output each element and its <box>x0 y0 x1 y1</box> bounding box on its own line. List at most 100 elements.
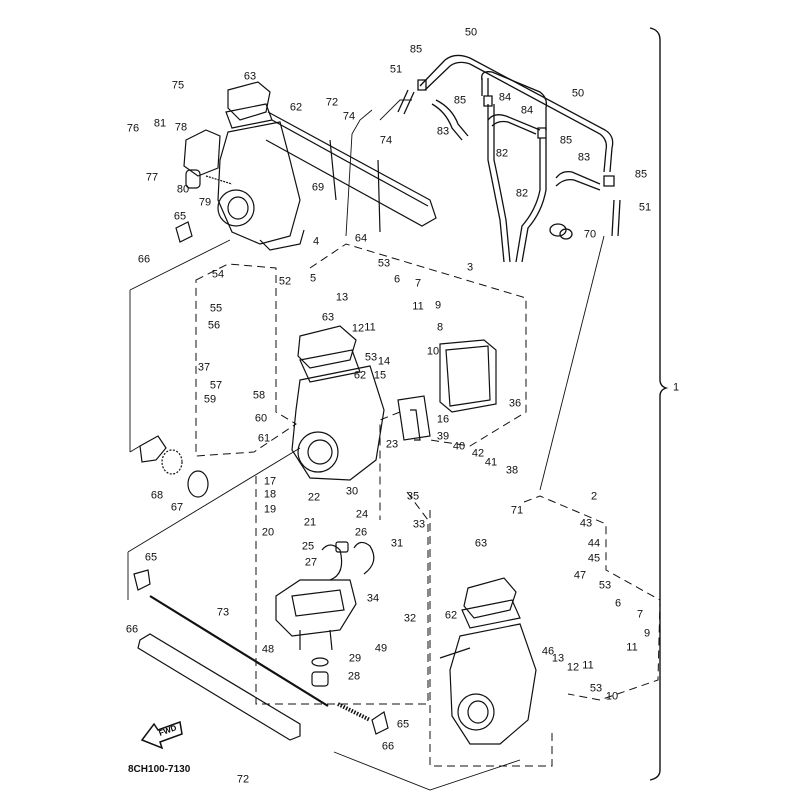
part-callout-59[interactable]: 59 <box>203 393 217 406</box>
part-callout-79[interactable]: 79 <box>198 196 212 209</box>
part-callout-84[interactable]: 84 <box>498 91 512 104</box>
part-callout-74[interactable]: 74 <box>379 134 393 147</box>
part-callout-6[interactable]: 6 <box>393 273 401 286</box>
part-callout-66[interactable]: 66 <box>125 623 139 636</box>
part-callout-85[interactable]: 85 <box>453 94 467 107</box>
part-callout-52[interactable]: 52 <box>278 275 292 288</box>
part-callout-85[interactable]: 85 <box>634 168 648 181</box>
part-callout-29[interactable]: 29 <box>348 652 362 665</box>
part-callout-18[interactable]: 18 <box>263 488 277 501</box>
part-callout-54[interactable]: 54 <box>211 268 225 281</box>
part-callout-78[interactable]: 78 <box>174 121 188 134</box>
part-callout-60[interactable]: 60 <box>254 412 268 425</box>
part-callout-66[interactable]: 66 <box>381 740 395 753</box>
part-callout-10[interactable]: 10 <box>605 690 619 703</box>
part-callout-75[interactable]: 75 <box>171 79 185 92</box>
part-callout-65[interactable]: 65 <box>144 551 158 564</box>
part-callout-84[interactable]: 84 <box>520 104 534 117</box>
part-callout-81[interactable]: 81 <box>153 117 167 130</box>
part-callout-48[interactable]: 48 <box>261 643 275 656</box>
part-callout-25[interactable]: 25 <box>301 540 315 553</box>
part-callout-72[interactable]: 72 <box>236 773 250 786</box>
part-callout-53[interactable]: 53 <box>598 579 612 592</box>
part-callout-47[interactable]: 47 <box>573 569 587 582</box>
part-callout-11[interactable]: 11 <box>626 641 638 654</box>
part-callout-11[interactable]: 11 <box>364 321 376 334</box>
part-callout-53[interactable]: 53 <box>364 351 378 364</box>
part-callout-71[interactable]: 71 <box>510 504 524 517</box>
part-callout-7[interactable]: 7 <box>414 277 422 290</box>
part-callout-74[interactable]: 74 <box>342 110 356 123</box>
part-callout-31[interactable]: 31 <box>390 537 404 550</box>
part-callout-12[interactable]: 12 <box>566 661 580 674</box>
part-callout-50[interactable]: 50 <box>464 26 478 39</box>
part-callout-40[interactable]: 40 <box>452 440 466 453</box>
part-callout-7[interactable]: 7 <box>636 608 644 621</box>
part-callout-6[interactable]: 6 <box>614 597 622 610</box>
part-callout-53[interactable]: 53 <box>377 257 391 270</box>
part-callout-30[interactable]: 30 <box>345 485 359 498</box>
part-callout-43[interactable]: 43 <box>579 517 593 530</box>
part-callout-12[interactable]: 12 <box>351 322 365 335</box>
part-callout-13[interactable]: 13 <box>551 652 565 665</box>
part-callout-67[interactable]: 67 <box>170 501 184 514</box>
part-callout-85[interactable]: 85 <box>559 134 573 147</box>
part-callout-20[interactable]: 20 <box>261 526 275 539</box>
part-callout-15[interactable]: 15 <box>373 369 387 382</box>
part-callout-50[interactable]: 50 <box>571 87 585 100</box>
part-callout-35[interactable]: 35 <box>406 490 420 503</box>
part-callout-33[interactable]: 33 <box>412 518 426 531</box>
part-callout-23[interactable]: 23 <box>385 438 399 451</box>
part-callout-77[interactable]: 77 <box>145 171 159 184</box>
part-callout-2[interactable]: 2 <box>590 490 598 503</box>
part-callout-62[interactable]: 62 <box>289 101 303 114</box>
part-callout-32[interactable]: 32 <box>403 612 417 625</box>
part-callout-39[interactable]: 39 <box>436 430 450 443</box>
part-callout-62[interactable]: 62 <box>353 369 367 382</box>
part-callout-58[interactable]: 58 <box>252 389 266 402</box>
part-callout-24[interactable]: 24 <box>355 508 369 521</box>
part-callout-9[interactable]: 9 <box>643 627 651 640</box>
part-callout-51[interactable]: 51 <box>638 201 652 214</box>
part-callout-5[interactable]: 5 <box>309 272 317 285</box>
part-callout-9[interactable]: 9 <box>434 299 442 312</box>
part-callout-55[interactable]: 55 <box>209 302 223 315</box>
part-callout-37[interactable]: 37 <box>197 361 211 374</box>
part-callout-3[interactable]: 3 <box>466 261 474 274</box>
part-callout-11[interactable]: 11 <box>412 300 424 313</box>
part-callout-68[interactable]: 68 <box>150 489 164 502</box>
part-callout-4[interactable]: 4 <box>312 235 320 248</box>
part-callout-65[interactable]: 65 <box>173 210 187 223</box>
part-callout-16[interactable]: 16 <box>436 413 450 426</box>
part-callout-56[interactable]: 56 <box>207 319 221 332</box>
part-callout-82[interactable]: 82 <box>515 187 529 200</box>
part-callout-80[interactable]: 80 <box>176 183 190 196</box>
part-callout-70[interactable]: 70 <box>583 228 597 241</box>
part-callout-69[interactable]: 69 <box>311 181 325 194</box>
part-callout-13[interactable]: 13 <box>335 291 349 304</box>
part-callout-85[interactable]: 85 <box>409 43 423 56</box>
part-callout-61[interactable]: 61 <box>257 432 271 445</box>
part-callout-14[interactable]: 14 <box>377 355 391 368</box>
part-callout-45[interactable]: 45 <box>587 552 601 565</box>
part-callout-38[interactable]: 38 <box>505 464 519 477</box>
part-callout-53[interactable]: 53 <box>589 682 603 695</box>
part-callout-63[interactable]: 63 <box>321 311 335 324</box>
part-callout-11[interactable]: 11 <box>582 659 594 672</box>
part-callout-44[interactable]: 44 <box>587 537 601 550</box>
part-callout-63[interactable]: 63 <box>474 537 488 550</box>
part-callout-41[interactable]: 41 <box>484 456 498 469</box>
part-callout-83[interactable]: 83 <box>577 151 591 164</box>
part-callout-72[interactable]: 72 <box>325 96 339 109</box>
part-callout-83[interactable]: 83 <box>436 125 450 138</box>
part-callout-10[interactable]: 10 <box>426 345 440 358</box>
part-callout-63[interactable]: 63 <box>243 70 257 83</box>
part-callout-8[interactable]: 8 <box>436 321 444 334</box>
part-callout-42[interactable]: 42 <box>471 447 485 460</box>
part-callout-17[interactable]: 17 <box>263 475 277 488</box>
part-callout-57[interactable]: 57 <box>209 379 223 392</box>
part-callout-34[interactable]: 34 <box>366 592 380 605</box>
part-callout-73[interactable]: 73 <box>216 606 230 619</box>
part-callout-76[interactable]: 76 <box>126 122 140 135</box>
part-callout-36[interactable]: 36 <box>508 397 522 410</box>
